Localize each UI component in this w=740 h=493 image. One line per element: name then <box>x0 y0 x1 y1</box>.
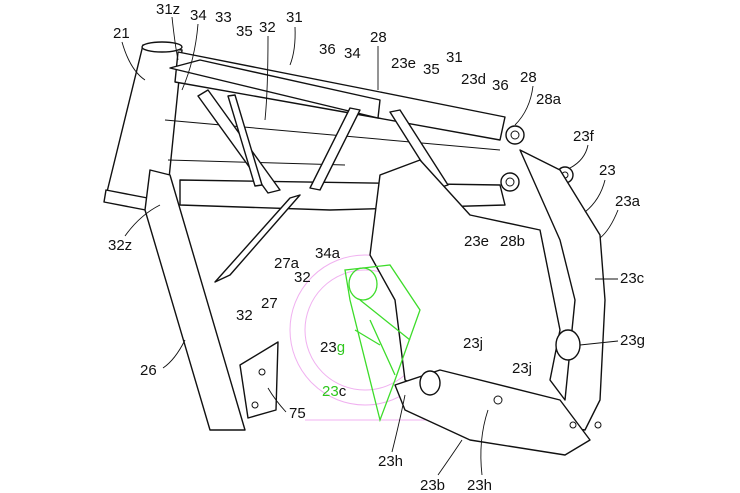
label-26: 26 <box>140 362 157 379</box>
label-23d: 23d <box>461 71 486 88</box>
label-23j: 23j <box>512 360 532 377</box>
label-23h: 23h <box>467 477 492 493</box>
label-35: 35 <box>236 23 253 40</box>
reference-labels: 21 31z 34 33 35 32 31 36 34 28 23e 35 31… <box>108 1 645 493</box>
label-23e: 23e <box>464 233 489 250</box>
label-23c: 23c <box>620 270 645 287</box>
label-28: 28 <box>520 69 537 86</box>
label-27a: 27a <box>274 255 300 272</box>
label-23: 23 <box>599 162 616 179</box>
label-23a: 23a <box>615 193 641 210</box>
label-23j: 23j <box>463 335 483 352</box>
label-32: 32 <box>294 269 311 286</box>
label-33: 33 <box>215 9 232 26</box>
label-28: 28 <box>370 29 387 46</box>
label-35: 35 <box>423 61 440 78</box>
label-23b: 23b <box>420 477 445 493</box>
down-tube <box>144 169 279 431</box>
label-75: 75 <box>289 405 306 422</box>
label-32: 32 <box>259 19 276 36</box>
highlighted-bracket <box>344 264 421 423</box>
label-23h: 23h <box>378 453 403 470</box>
label-34: 34 <box>344 45 361 62</box>
label-28a: 28a <box>536 91 562 108</box>
label-21: 21 <box>113 25 130 42</box>
label-23f: 23f <box>573 128 595 145</box>
main-frame <box>369 149 606 456</box>
label-31: 31 <box>286 9 303 26</box>
label-23e: 23e <box>391 55 416 72</box>
label-36: 36 <box>492 77 509 94</box>
main-tubes <box>164 51 506 283</box>
label-23g-highlighted: 23g <box>320 339 345 356</box>
label-36: 36 <box>319 41 336 58</box>
label-27: 27 <box>261 295 278 312</box>
label-31z: 31z <box>156 1 180 18</box>
label-32: 32 <box>236 307 253 324</box>
label-28b: 28b <box>500 233 525 250</box>
label-23c-highlighted: 23c <box>322 383 347 400</box>
label-23g: 23g <box>620 332 645 349</box>
leader-lines <box>121 16 619 476</box>
label-32z: 32z <box>108 237 132 254</box>
label-31: 31 <box>446 49 463 66</box>
label-34: 34 <box>190 7 207 24</box>
label-34a: 34a <box>315 245 341 262</box>
pivot-brackets <box>500 125 574 192</box>
